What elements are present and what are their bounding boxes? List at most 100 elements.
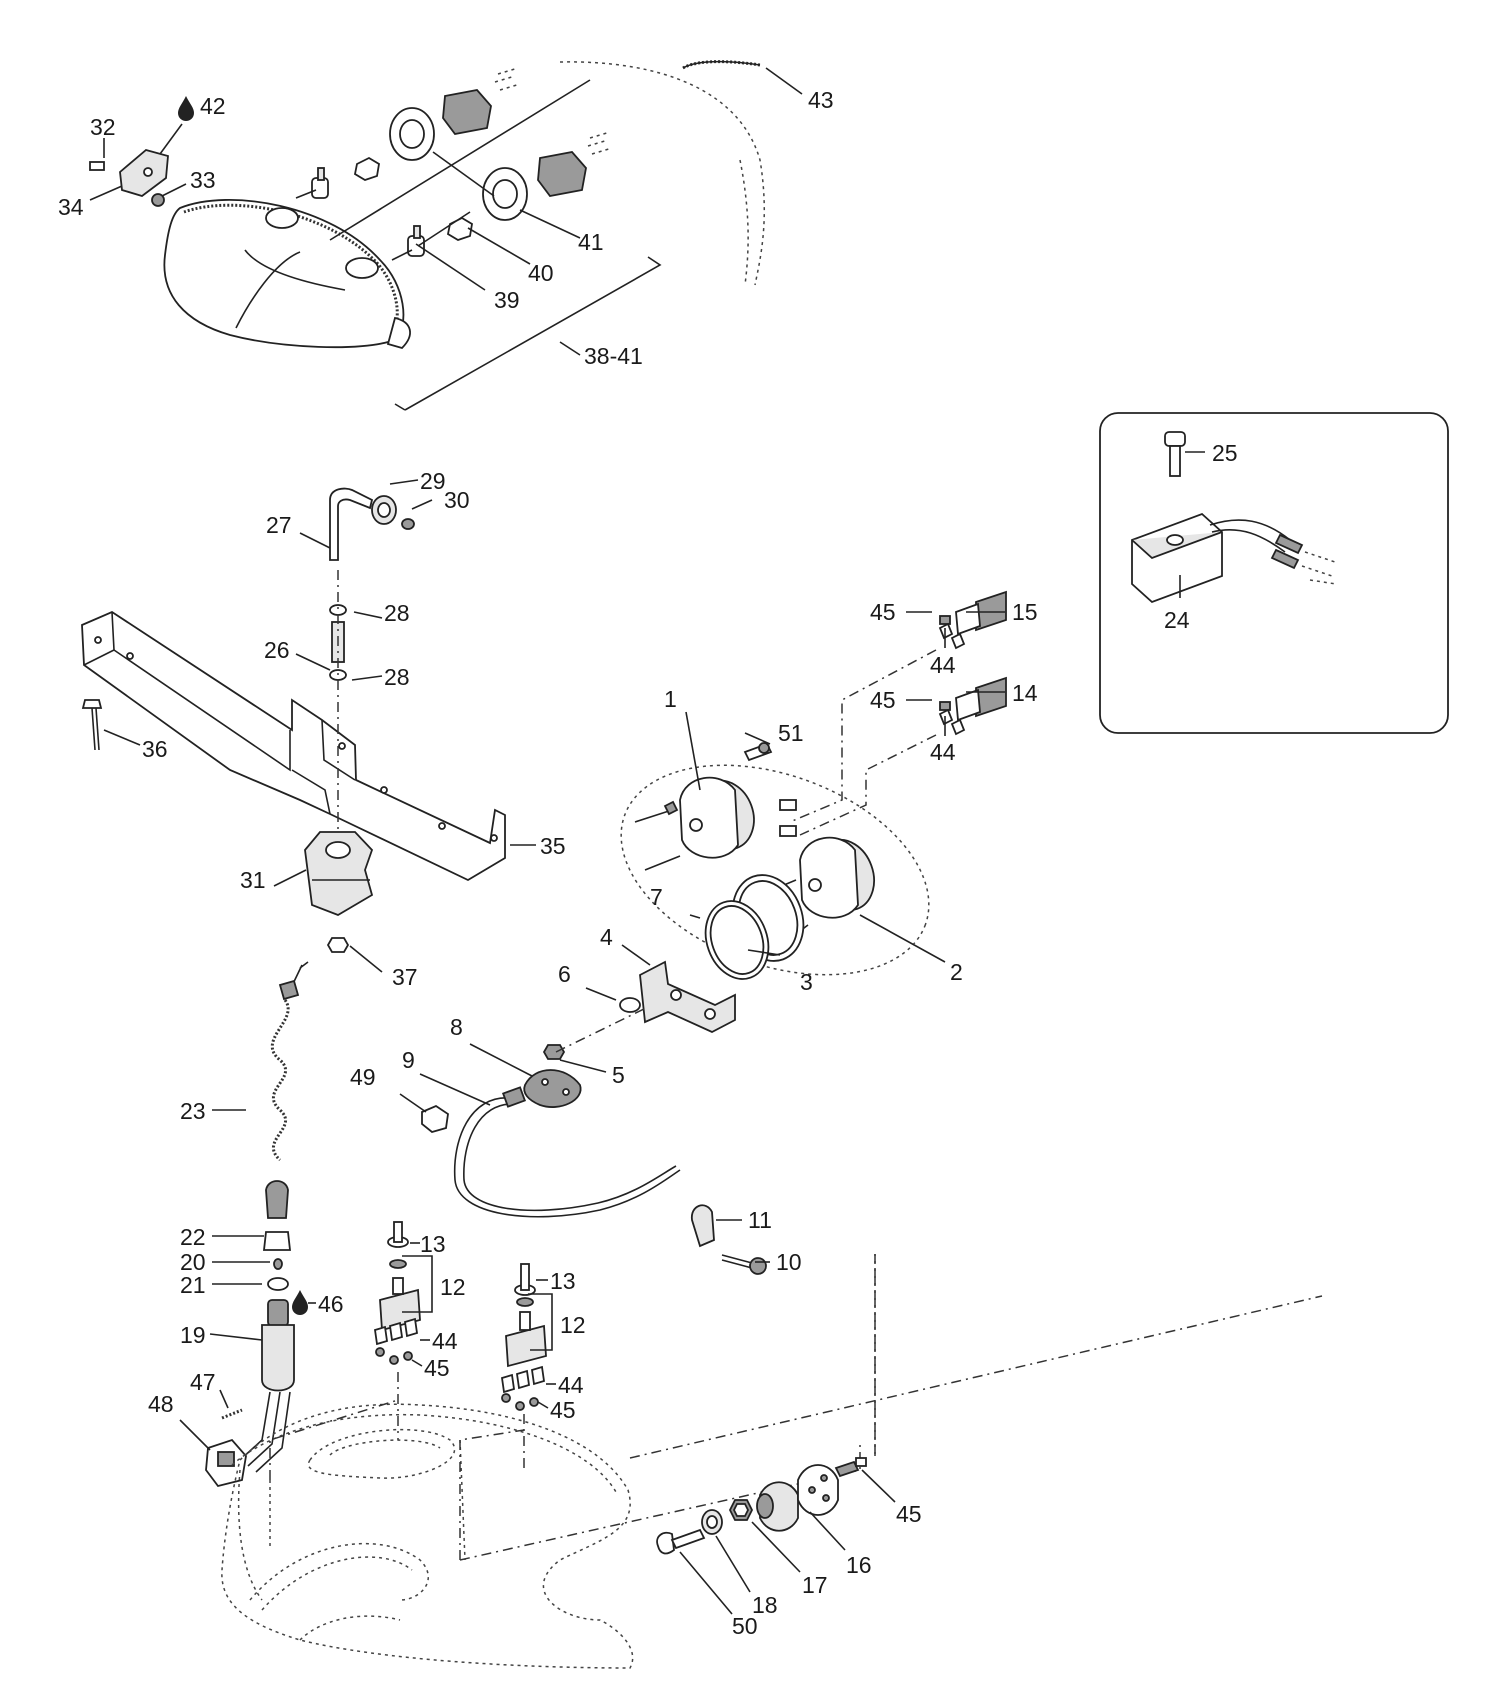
callout-18: 18 — [752, 1592, 778, 1618]
callout-3: 3 — [800, 969, 813, 995]
switch-14 — [938, 676, 1007, 736]
callout-12b: 12 — [560, 1312, 586, 1338]
callout-30: 30 — [444, 487, 470, 513]
ignition-switch-16 — [756, 1464, 839, 1532]
callout-23: 23 — [180, 1098, 206, 1124]
grommet-29 — [371, 495, 415, 530]
headlamp-assembly — [89, 60, 766, 411]
callout-11: 11 — [748, 1207, 772, 1233]
liquid-drop-icon — [178, 96, 194, 121]
callout-7: 7 — [650, 884, 663, 910]
callout-45c: 45 — [424, 1355, 450, 1381]
callout-43: 43 — [808, 87, 834, 113]
voltage-regulator-24 — [1131, 512, 1337, 604]
callout-47: 47 — [190, 1369, 216, 1395]
callout-26: 26 — [264, 637, 290, 663]
callout-45a: 45 — [870, 599, 896, 625]
key-50 — [656, 1528, 706, 1555]
callout-44b: 44 — [930, 739, 956, 765]
gauge-2 — [771, 836, 875, 941]
callout-10: 10 — [776, 1249, 802, 1275]
callout-13a: 13 — [420, 1231, 446, 1257]
callout-14: 14 — [1012, 680, 1038, 706]
gauge-1 — [634, 776, 755, 871]
callout-35: 35 — [540, 833, 566, 859]
cap-22 — [262, 1231, 292, 1251]
callout-12a: 12 — [440, 1274, 466, 1300]
callout-44d: 44 — [558, 1372, 584, 1398]
leader-lines — [89, 67, 1205, 1615]
callout-16: 16 — [846, 1552, 872, 1578]
gauge-bracket-4 — [639, 960, 736, 1034]
rod-27 — [329, 487, 374, 561]
screw-10 — [721, 1254, 767, 1275]
callout-27: 27 — [266, 512, 292, 538]
console-outline — [221, 1403, 634, 1669]
callout-6: 6 — [558, 961, 571, 987]
callout-20: 20 — [180, 1249, 206, 1275]
o-ring-7 — [704, 900, 770, 980]
cap-49 — [421, 1104, 449, 1133]
rubber-boot-41 — [389, 107, 528, 221]
callout-21: 21 — [180, 1272, 206, 1298]
switch-15 — [938, 590, 1007, 650]
callout-5: 5 — [612, 1062, 625, 1088]
callout-24: 24 — [1164, 607, 1190, 633]
callout-44a: 44 — [930, 652, 956, 678]
callout-32: 32 — [90, 114, 116, 140]
callout-22: 22 — [180, 1224, 206, 1250]
rivet-36 — [81, 699, 103, 751]
callout-28b: 28 — [384, 664, 410, 690]
screw-51 — [743, 742, 773, 762]
switch-12-left — [373, 1221, 421, 1365]
callout-48: 48 — [148, 1391, 174, 1417]
callout-33: 33 — [190, 167, 216, 193]
callout-34: 34 — [58, 194, 84, 220]
callout-17: 17 — [802, 1572, 828, 1598]
cushion-31 — [304, 831, 374, 953]
callout-49: 49 — [350, 1064, 376, 1090]
callout-1: 1 — [664, 686, 677, 712]
callout-13b: 13 — [550, 1268, 576, 1294]
support-bracket-35 — [81, 610, 506, 882]
callout-45d: 45 — [550, 1397, 576, 1423]
lock-ring-40 — [353, 156, 473, 241]
callout-39: 39 — [494, 287, 520, 313]
callout-19: 19 — [180, 1322, 206, 1348]
callout-44c: 44 — [432, 1328, 458, 1354]
callout-8: 8 — [450, 1014, 463, 1040]
bulb-connector — [442, 67, 613, 197]
tether-cord-23 — [271, 961, 309, 1162]
callout-15: 15 — [1012, 599, 1038, 625]
inset-box — [1099, 412, 1449, 734]
headlamp-bracket-34 — [89, 149, 169, 207]
callout-28a: 28 — [384, 600, 410, 626]
callout-50: 50 — [732, 1613, 758, 1639]
callout-42: 42 — [200, 93, 226, 119]
callout-45e: 45 — [896, 1501, 922, 1527]
switch-12-right — [500, 1263, 547, 1411]
bulb-39 — [295, 167, 425, 261]
connector-48 — [205, 1438, 247, 1488]
callout-40: 40 — [528, 260, 554, 286]
terminal-47 — [221, 1408, 243, 1420]
callout-9: 9 — [402, 1047, 415, 1073]
callout-45b: 45 — [870, 687, 896, 713]
callout-labels: 1 2 3 4 5 6 7 8 9 10 11 12 12 13 13 14 1… — [58, 87, 1238, 1639]
callout-37: 37 — [392, 964, 418, 990]
callout-29: 29 — [420, 468, 446, 494]
sensor-8 — [523, 1069, 582, 1108]
liquid-drop-icon — [292, 1290, 308, 1315]
callout-31: 31 — [240, 867, 266, 893]
spring-43 — [682, 60, 761, 70]
nut-17 — [728, 1499, 754, 1521]
callout-41: 41 — [578, 229, 604, 255]
clamp-11 — [691, 1204, 715, 1248]
callout-46: 46 — [318, 1291, 344, 1317]
bezel-18 — [701, 1509, 723, 1535]
callout-2: 2 — [950, 959, 963, 985]
callout-38-41: 38-41 — [584, 343, 643, 369]
callout-25: 25 — [1212, 440, 1238, 466]
callout-36: 36 — [142, 736, 168, 762]
